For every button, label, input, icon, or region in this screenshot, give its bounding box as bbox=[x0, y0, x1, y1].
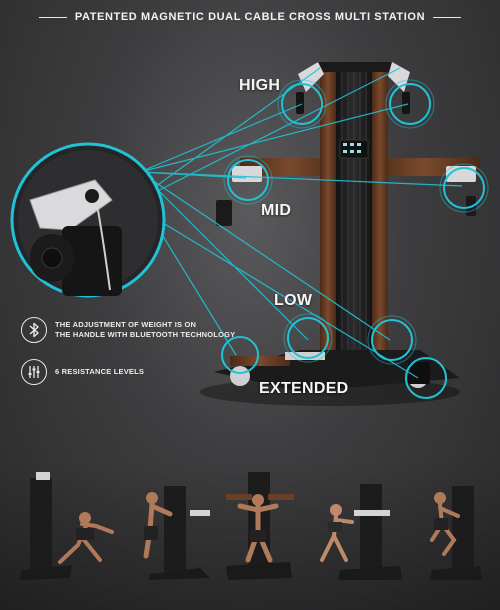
highlight-rings-outer bbox=[223, 79, 489, 365]
title-left-line bbox=[38, 16, 67, 18]
bluetooth-icon bbox=[21, 317, 47, 343]
floor-shadow bbox=[200, 378, 460, 406]
title-row: PATENTED MAGNETIC DUAL CABLE CROSS MULTI… bbox=[0, 9, 500, 25]
title-right-line bbox=[433, 16, 462, 18]
feature-resistance-line-1: 6 RESISTANCE LEVELS bbox=[55, 367, 145, 376]
feature-resistance: 6 RESISTANCE LEVELS bbox=[21, 359, 144, 385]
position-label-low: LOW bbox=[274, 292, 313, 309]
control-panel-buttons bbox=[343, 143, 361, 153]
usage-scene-1 bbox=[20, 472, 114, 580]
usage-scene-4 bbox=[320, 484, 402, 580]
usage-scene-3 bbox=[226, 472, 294, 580]
feature-bluetooth: THE ADJUSTMENT OF WEIGHT IS ON THE HANDL… bbox=[21, 317, 235, 343]
mid-handle-left bbox=[216, 200, 232, 226]
magnifier-detail bbox=[10, 142, 166, 298]
feature-bluetooth-line-2: THE HANDLE WITH BLUETOOTH TECHNOLOGY bbox=[55, 330, 236, 339]
tower-ribs bbox=[341, 70, 367, 380]
highlight-rings bbox=[221, 83, 485, 399]
machine-illustration bbox=[10, 62, 489, 406]
feature-bluetooth-line-1: THE ADJUSTMENT OF WEIGHT IS ON bbox=[55, 320, 197, 329]
tower-top-cap bbox=[316, 62, 392, 72]
cyan-rays bbox=[129, 67, 463, 379]
right-wood-column bbox=[372, 70, 388, 380]
usage-scene-5 bbox=[430, 486, 482, 580]
left-wood-column bbox=[320, 70, 336, 380]
sliders-icon bbox=[21, 359, 47, 385]
usage-scene-2 bbox=[143, 486, 210, 580]
position-label-high: HIGH bbox=[239, 77, 281, 94]
feature-resistance-text: 6 RESISTANCE LEVELS bbox=[55, 367, 144, 377]
position-label-mid: MID bbox=[261, 202, 292, 219]
machine-base bbox=[214, 350, 460, 392]
position-label-extended: EXTENDED bbox=[259, 380, 349, 397]
feature-bluetooth-text: THE ADJUSTMENT OF WEIGHT IS ON THE HANDL… bbox=[55, 320, 235, 340]
page-title: PATENTED MAGNETIC DUAL CABLE CROSS MULTI… bbox=[74, 11, 426, 23]
